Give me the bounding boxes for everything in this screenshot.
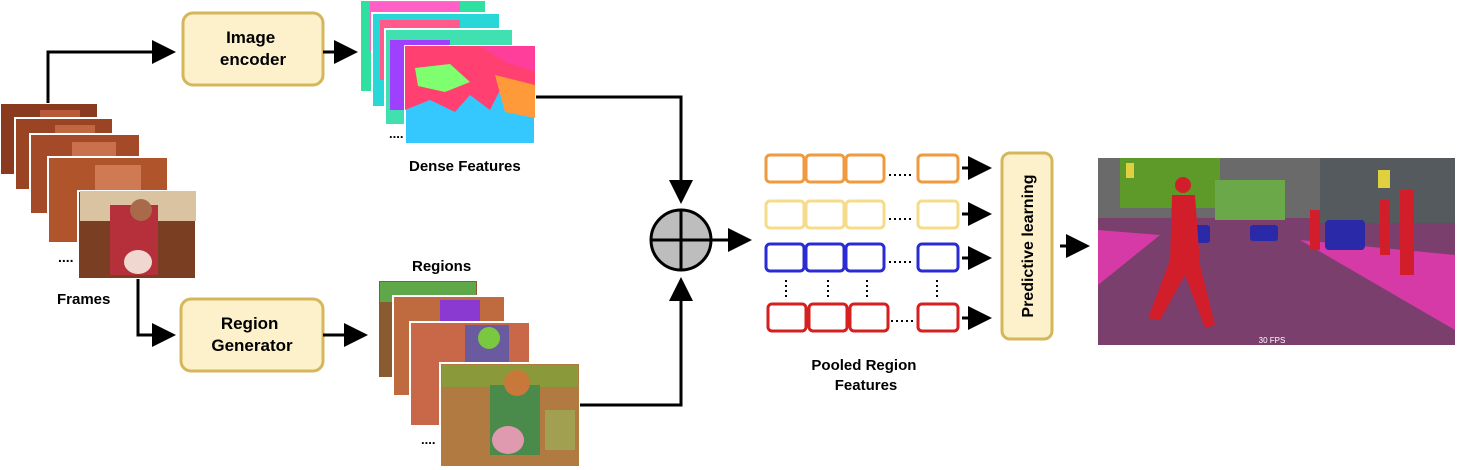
pooled-features-label-line1: Pooled Region bbox=[811, 357, 916, 374]
dense-features-ellipsis: .... bbox=[389, 126, 403, 141]
frame-thumbnail bbox=[77, 190, 197, 280]
feature-cell bbox=[916, 153, 960, 184]
feature-cell bbox=[764, 153, 806, 184]
predictive-learning-label: Predictive learning bbox=[1020, 174, 1037, 317]
image-encoder-label-line1: Image bbox=[226, 28, 275, 47]
feature-row-blue bbox=[764, 242, 960, 273]
feature-cell bbox=[916, 242, 960, 273]
feature-cell bbox=[916, 302, 960, 333]
arrow-dense-features-to-combine bbox=[536, 95, 693, 204]
svg-text:Region Generator: Region Generator bbox=[211, 314, 293, 355]
region-generator-label-line1: Region bbox=[221, 314, 279, 333]
feature-cell bbox=[804, 199, 846, 230]
combine-operator bbox=[649, 208, 713, 272]
pooled-features-label-line2: Features bbox=[835, 377, 898, 394]
feature-row-yellow bbox=[764, 199, 960, 230]
region-generator-label-line2: Generator bbox=[211, 336, 293, 355]
feature-row-red bbox=[766, 302, 960, 333]
region-map bbox=[439, 362, 581, 468]
feature-cell bbox=[844, 242, 886, 273]
segmentation-output-image: 30 FPS bbox=[1098, 158, 1455, 345]
row-ellipses bbox=[889, 174, 915, 322]
regions-stack: Regions .... bbox=[377, 258, 581, 468]
frames-ellipsis: .... bbox=[58, 249, 74, 265]
dense-features-stack: .... Dense Features bbox=[359, 0, 536, 175]
regions-label: Regions bbox=[412, 258, 471, 275]
feature-cell bbox=[807, 302, 849, 333]
arrow-frames-to-encoder bbox=[46, 40, 176, 103]
image-encoder-box: Image encoder bbox=[181, 11, 325, 87]
fps-overlay: 30 FPS bbox=[1259, 336, 1286, 345]
feature-map bbox=[404, 45, 536, 145]
dense-features-label: Dense Features bbox=[409, 158, 521, 175]
feature-cell bbox=[764, 199, 806, 230]
feature-cell bbox=[764, 242, 806, 273]
frames-stack: .... Frames bbox=[0, 102, 197, 308]
frames-label: Frames bbox=[57, 291, 110, 308]
arrow-regions-to-combine bbox=[580, 277, 693, 407]
feature-row-orange bbox=[764, 153, 960, 184]
feature-cell bbox=[848, 302, 890, 333]
feature-cell bbox=[766, 302, 808, 333]
pooled-region-features: Pooled Region Features bbox=[764, 153, 960, 394]
svg-text:Image encoder: Image encoder bbox=[220, 28, 287, 69]
predictive-learning-box: Predictive learning bbox=[1000, 151, 1054, 341]
regions-ellipsis: .... bbox=[421, 432, 435, 447]
feature-cell bbox=[844, 153, 886, 184]
arrow-frames-to-region-generator bbox=[136, 279, 176, 347]
feature-cell bbox=[844, 199, 886, 230]
region-generator-box: Region Generator bbox=[179, 297, 325, 373]
feature-cell bbox=[916, 199, 960, 230]
feature-cell bbox=[804, 153, 846, 184]
image-encoder-label-line2: encoder bbox=[220, 50, 287, 69]
feature-cell bbox=[804, 242, 846, 273]
column-ellipses bbox=[785, 280, 938, 298]
svg-text:Pooled Region Features: Pooled Region Features bbox=[811, 357, 920, 394]
